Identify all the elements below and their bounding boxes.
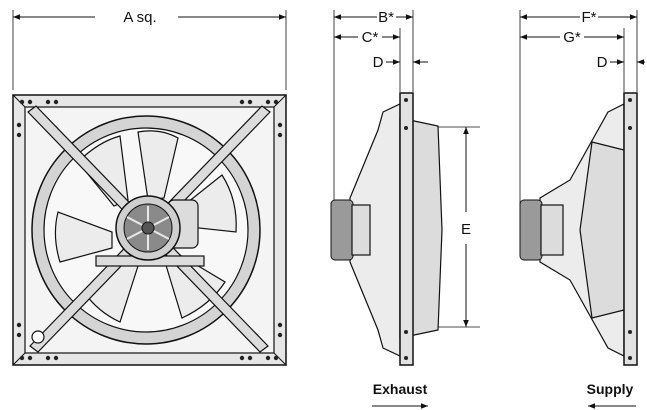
label-b: B*: [378, 9, 394, 26]
exhaust-motor: [330, 199, 354, 261]
dimension-f: F*: [519, 9, 638, 210]
corner-bolts: [16, 99, 283, 361]
dimension-b: B*: [333, 9, 414, 210]
exhaust-side-view: B* C* D E: [330, 9, 480, 366]
label-c: C*: [362, 29, 379, 46]
supply-flange: [623, 92, 638, 366]
label-f: F*: [582, 9, 597, 26]
supply-motor: [519, 199, 543, 261]
exhaust-flange: [399, 92, 414, 366]
dimension-a: A sq.: [12, 9, 287, 90]
dimension-c: C*: [334, 28, 401, 92]
dimension-d-exhaust: D: [373, 54, 428, 71]
label-d-exhaust: D: [373, 54, 384, 71]
caption-supply: Supply: [587, 381, 634, 397]
drain-hole: [31, 330, 45, 344]
fan-blades: [54, 130, 237, 323]
motor: [115, 195, 199, 261]
label-d-supply: D: [597, 54, 608, 71]
dimension-g: G*: [520, 28, 625, 92]
caption-exhaust: Exhaust: [373, 381, 428, 397]
exhaust-caption: Exhaust: [372, 381, 428, 409]
supply-caption: Supply: [587, 381, 636, 409]
dimension-d-supply: D: [597, 54, 645, 71]
label-e: E: [461, 221, 471, 238]
label-a: A sq.: [123, 9, 156, 26]
supply-side-view: F* G* D: [519, 9, 645, 366]
front-view: A sq.: [12, 9, 287, 366]
label-g: G*: [563, 29, 581, 46]
